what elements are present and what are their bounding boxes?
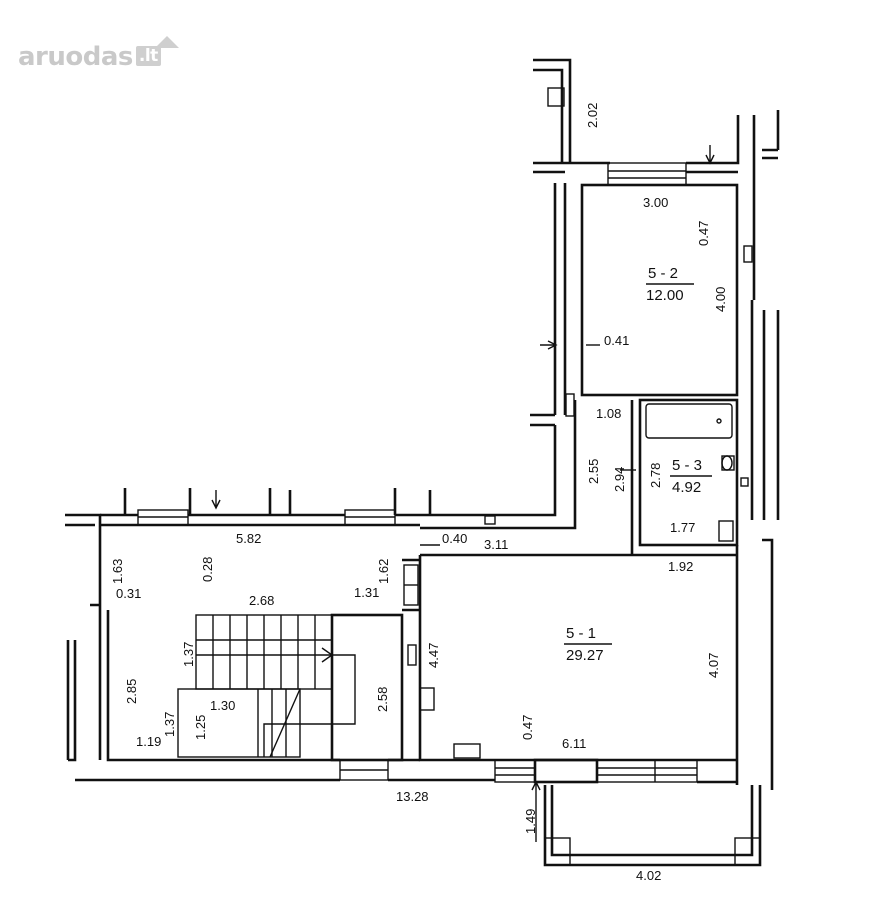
wall-upper-corridor <box>533 115 740 174</box>
toilet <box>721 455 733 471</box>
wall-right-exterior <box>735 300 774 790</box>
dim-0-47-bottom: 0.47 <box>520 715 535 740</box>
house-icon <box>155 36 179 48</box>
dim-1-37-b: 1.37 <box>162 712 177 737</box>
vent-marker <box>407 644 417 666</box>
dim-2-85: 2.85 <box>124 679 139 704</box>
radiator <box>419 687 435 711</box>
room-5-2-walls <box>580 183 739 397</box>
dim-2-02: 2.02 <box>585 103 600 128</box>
dim-1-49: 1.49 <box>523 809 538 834</box>
wall-bottom-left <box>75 758 495 782</box>
wall-right-upper <box>752 115 778 300</box>
wall-corridor-upper <box>420 400 577 530</box>
dim-4-07: 4.07 <box>706 653 721 678</box>
wall-pillar-bottom <box>533 758 599 784</box>
aruodas-logo: aruodas.lt <box>18 36 179 72</box>
wall-top-stub <box>533 58 572 163</box>
vent-marker <box>743 245 753 263</box>
staircase <box>177 558 420 762</box>
room-labels: 5 - 2 12.00 5 - 3 4.92 5 - 1 29.27 <box>564 265 712 664</box>
room-5-3-walls <box>638 398 739 547</box>
dim-2-68: 2.68 <box>249 593 274 608</box>
stair-shaft <box>330 613 404 762</box>
dim-1-31: 1.31 <box>354 585 379 600</box>
dim-3-11: 3.11 <box>484 537 508 552</box>
room-5-1-area: 29.27 <box>566 647 604 664</box>
dim-2-78: 2.78 <box>648 463 663 488</box>
dim-1-25: 1.25 <box>193 715 208 740</box>
logo-tld: .lt <box>135 46 161 66</box>
vent-box <box>547 87 565 107</box>
dim-6-11: 6.11 <box>562 736 586 751</box>
dimension-arrows <box>211 145 715 842</box>
dim-0-40: 0.40 <box>442 531 467 546</box>
wall-far-left <box>66 640 77 762</box>
dim-1-08: 1.08 <box>596 406 621 421</box>
room-5-2-id: 5 - 2 <box>648 265 678 282</box>
window-5-1-right <box>596 759 698 783</box>
dim-4-02: 4.02 <box>636 868 661 883</box>
wall-vertical-left <box>553 183 567 415</box>
logo-brand: aruodas <box>18 42 133 72</box>
walls <box>65 58 780 867</box>
window-5-1-left <box>494 759 536 783</box>
dim-0-41: 0.41 <box>604 333 629 348</box>
dim-0-28: 0.28 <box>200 557 215 582</box>
dim-1-77: 1.77 <box>670 520 695 535</box>
dim-1-62: 1.62 <box>376 559 391 584</box>
dim-1-92: 1.92 <box>668 559 693 574</box>
room-5-1-id: 5 - 1 <box>566 625 596 642</box>
wall-stub-left <box>530 413 555 427</box>
dim-1-37-a: 1.37 <box>181 642 196 667</box>
wall-stair-top <box>100 513 420 527</box>
electric-panel <box>453 743 481 759</box>
wall-stubs-top <box>123 488 432 515</box>
dim-1-63: 1.63 <box>110 559 125 584</box>
dim-3-00: 3.00 <box>643 195 668 210</box>
balcony <box>543 785 762 867</box>
dim-2-55: 2.55 <box>586 459 601 484</box>
wall-left-top-stub <box>65 513 102 527</box>
dim-4-00: 4.00 <box>713 287 728 312</box>
dim-1-30: 1.30 <box>210 698 235 713</box>
dim-1-19: 1.19 <box>136 734 161 749</box>
bathtub <box>645 403 733 439</box>
bathtub-drain <box>716 418 722 424</box>
dim-2-58: 2.58 <box>375 687 390 712</box>
wall-door-jamb <box>402 558 420 612</box>
vent-marker <box>740 477 749 487</box>
room-5-2-area: 12.00 <box>646 287 684 304</box>
dim-5-82: 5.82 <box>236 531 261 546</box>
dim-13-28: 13.28 <box>396 789 429 804</box>
room-5-3-id: 5 - 3 <box>672 457 702 474</box>
dimension-labels: 2.02 3.00 0.47 4.00 0.41 1.08 2.55 2.94 … <box>110 103 728 883</box>
vent-marker <box>484 515 496 525</box>
room-5-3-area: 4.92 <box>672 479 701 496</box>
dim-2-94: 2.94 <box>612 467 627 492</box>
wall-stair-left <box>90 525 118 762</box>
dim-0-47-top: 0.47 <box>696 221 711 246</box>
sink <box>718 520 734 542</box>
vent-marker <box>565 393 575 417</box>
dim-4-47: 4.47 <box>426 643 441 668</box>
window-room-5-2 <box>607 162 687 186</box>
dim-0-31: 0.31 <box>116 586 141 601</box>
